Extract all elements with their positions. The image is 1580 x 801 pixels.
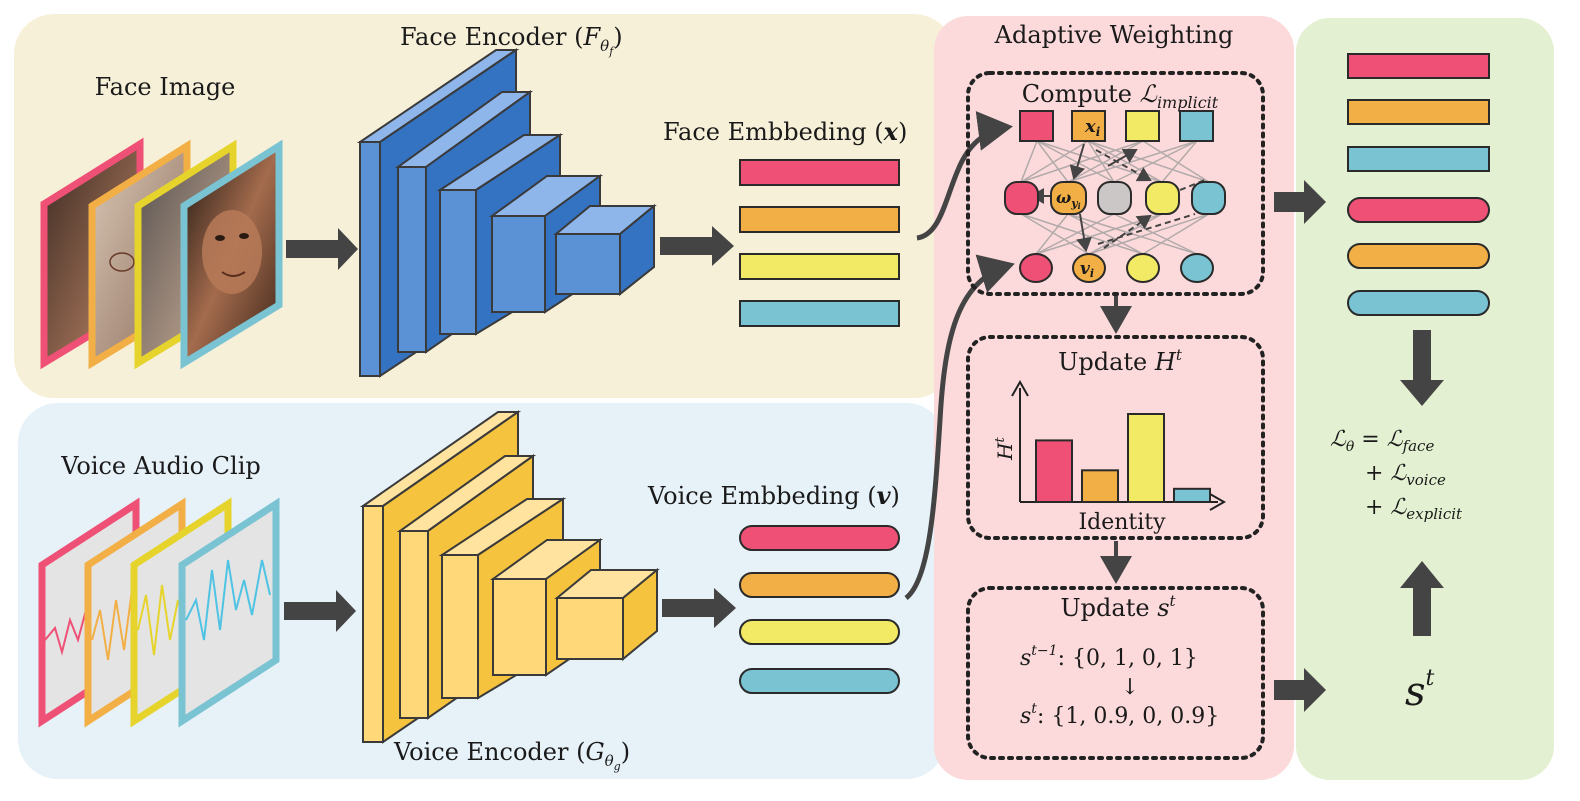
s-next: st: {1, 0.9, 0, 0.9} xyxy=(1020,701,1219,729)
face-embedding-bar-pink xyxy=(739,159,900,186)
arrow-bars-to-loss xyxy=(1400,330,1444,406)
voice-card-4 xyxy=(178,497,280,728)
loss-line-1: ℒθ = ℒface xyxy=(1330,427,1434,455)
update-h-box xyxy=(966,335,1265,540)
hist-bar-yellow xyxy=(1127,413,1165,503)
loss-s-symbol: st xyxy=(1405,666,1435,715)
voice-embedding-bar-pink xyxy=(739,525,900,551)
graph-directed-edges xyxy=(1030,143,1206,252)
node-voice-teal xyxy=(1180,253,1214,283)
node-weight-yellow xyxy=(1145,181,1180,215)
face-card-4 xyxy=(180,139,283,370)
arrow-voice-encoder-to-embedding xyxy=(662,588,736,628)
graph-row-face xyxy=(1019,110,1214,142)
loss-bar-voice-pink xyxy=(1347,197,1490,223)
adaptive-title: Adaptive Weighting xyxy=(994,21,1234,49)
loss-bar-face-teal xyxy=(1347,146,1490,172)
node-weight-orange xyxy=(1050,181,1087,215)
node-voice-pink xyxy=(1019,253,1053,283)
node-x-label: xi xyxy=(1084,116,1101,139)
face-embedding-label: Face Embbeding (x) xyxy=(663,117,907,146)
arrow-adaptive-to-loss-top xyxy=(1274,180,1326,224)
face-embedding-bar-yellow xyxy=(739,253,900,280)
voice-clip-stack xyxy=(38,497,280,728)
update-s-box xyxy=(966,586,1265,760)
node-voice-yellow xyxy=(1126,253,1160,283)
compute-label: Compute ℒimplicit xyxy=(1022,80,1219,112)
update-s-label: Update st xyxy=(1060,592,1176,622)
hist-ylabel: Ht xyxy=(993,437,1017,461)
loss-bar-voice-orange xyxy=(1347,243,1490,269)
voice-embedding-bar-orange xyxy=(739,572,900,598)
face-embedding-bar-teal xyxy=(739,300,900,327)
curve-voice-embedding-to-compute xyxy=(904,254,1015,600)
voice-encoder-label: Voice Encoder (Gθg) xyxy=(393,738,630,773)
curve-face-embedding-to-compute xyxy=(916,111,1013,241)
graph-row-voice xyxy=(1019,253,1214,283)
loss-bar-face-orange xyxy=(1347,99,1490,125)
node-weight-teal xyxy=(1191,181,1226,215)
voice-embedding-label: Voice Embbeding (v) xyxy=(647,481,900,510)
histogram xyxy=(1011,379,1227,511)
hist-bar-pink xyxy=(1035,439,1073,503)
voice-clip-label: Voice Audio Clip xyxy=(60,452,261,480)
hist-bars xyxy=(1035,413,1211,504)
graph-row-weight xyxy=(1004,181,1226,215)
loss-bar-voice-teal xyxy=(1347,290,1490,316)
voice-encoder-layer-5 xyxy=(554,567,660,662)
voice-encoder-blocks xyxy=(359,410,660,744)
voice-embedding-bars xyxy=(739,525,900,694)
node-weight-pink xyxy=(1004,181,1039,215)
arrow-s-to-loss xyxy=(1400,561,1444,636)
node-w-label: ωyi xyxy=(1056,188,1081,211)
arrow-adaptive-to-loss-bottom xyxy=(1274,668,1326,712)
arrow-voice-clip-to-encoder xyxy=(284,590,356,632)
hist-xlabel: Identity xyxy=(1078,510,1166,535)
node-weight-gray xyxy=(1097,181,1132,215)
face-encoder-label: Face Encoder (Fθf) xyxy=(400,23,623,58)
hist-bar-teal xyxy=(1173,487,1211,503)
compute-box xyxy=(966,71,1265,296)
loss-bar-face-pink xyxy=(1347,53,1490,79)
face-image-stack xyxy=(40,137,283,370)
node-face-teal xyxy=(1179,110,1214,142)
s-previous: st−1: {0, 1, 0, 1} xyxy=(1020,643,1198,671)
loss-line-3: + ℒexplicit xyxy=(1365,495,1463,523)
node-voice-orange xyxy=(1072,253,1106,283)
face-embedding-bar-orange xyxy=(739,206,900,233)
hist-bar-orange xyxy=(1081,469,1119,504)
node-v-label: vi xyxy=(1080,259,1094,280)
s-transition-arrow: ↓ xyxy=(1121,675,1139,700)
arrow-face-encoder-to-embedding xyxy=(660,226,734,266)
node-face-orange xyxy=(1071,110,1106,142)
loss-bars xyxy=(1347,53,1490,316)
node-face-pink xyxy=(1019,110,1054,142)
face-encoder-blocks xyxy=(356,48,657,378)
voice-embedding-bar-teal xyxy=(739,668,900,694)
node-face-yellow xyxy=(1125,110,1160,142)
update-h-label: Update Ht xyxy=(1058,346,1183,376)
face-embedding-bars xyxy=(739,159,900,327)
loss-line-2: + ℒvoice xyxy=(1365,461,1446,489)
voice-embedding-bar-yellow xyxy=(739,619,900,645)
face-image-label: Face Image xyxy=(95,73,236,101)
face-encoder-layer-5 xyxy=(553,203,657,297)
arrow-face-image-to-encoder xyxy=(286,228,358,270)
